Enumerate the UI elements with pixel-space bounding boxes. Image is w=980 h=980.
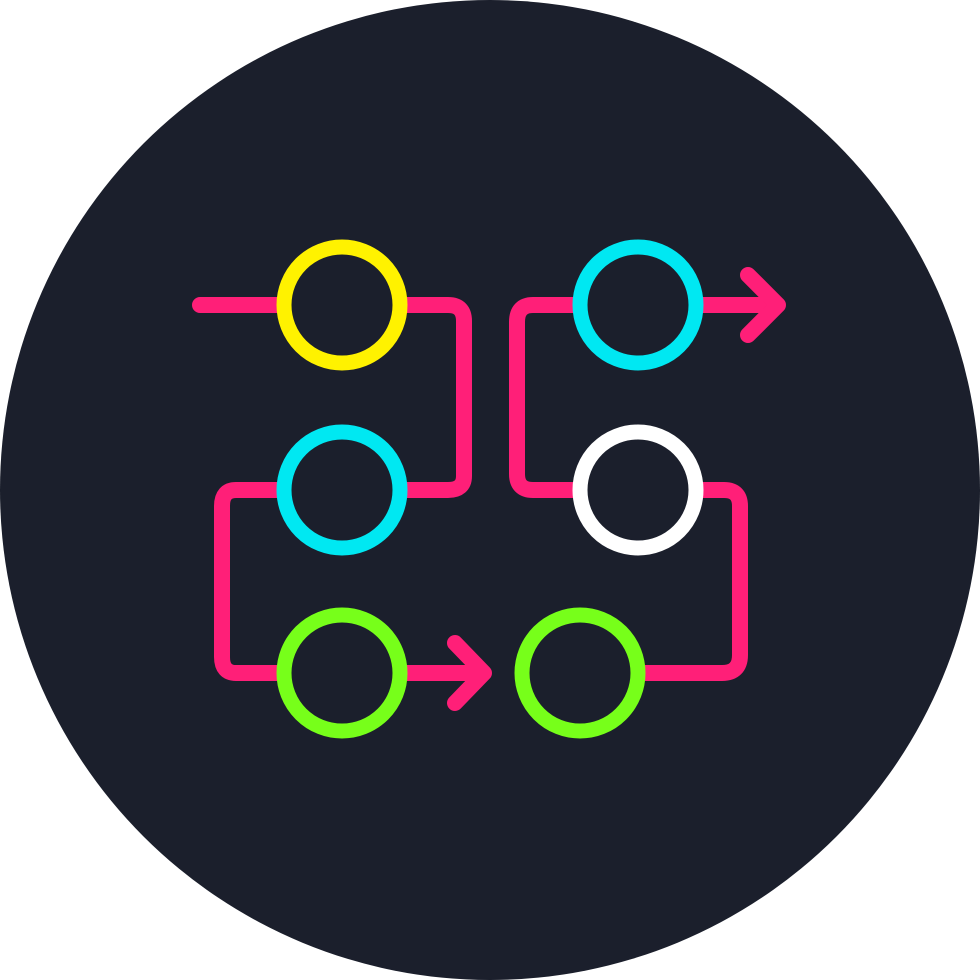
top-right-arrow-head <box>740 267 786 343</box>
left-connector-line <box>192 297 490 681</box>
node-middle-left-circle <box>276 424 408 556</box>
node-top-right-circle <box>572 239 704 371</box>
right-connector-line <box>509 297 784 681</box>
middle-arrow-head <box>447 635 492 711</box>
node-bottom-left-circle <box>276 607 408 739</box>
node-bottom-right-circle <box>514 607 646 739</box>
node-middle-right-circle <box>572 424 704 556</box>
node-top-left-circle <box>276 239 408 371</box>
